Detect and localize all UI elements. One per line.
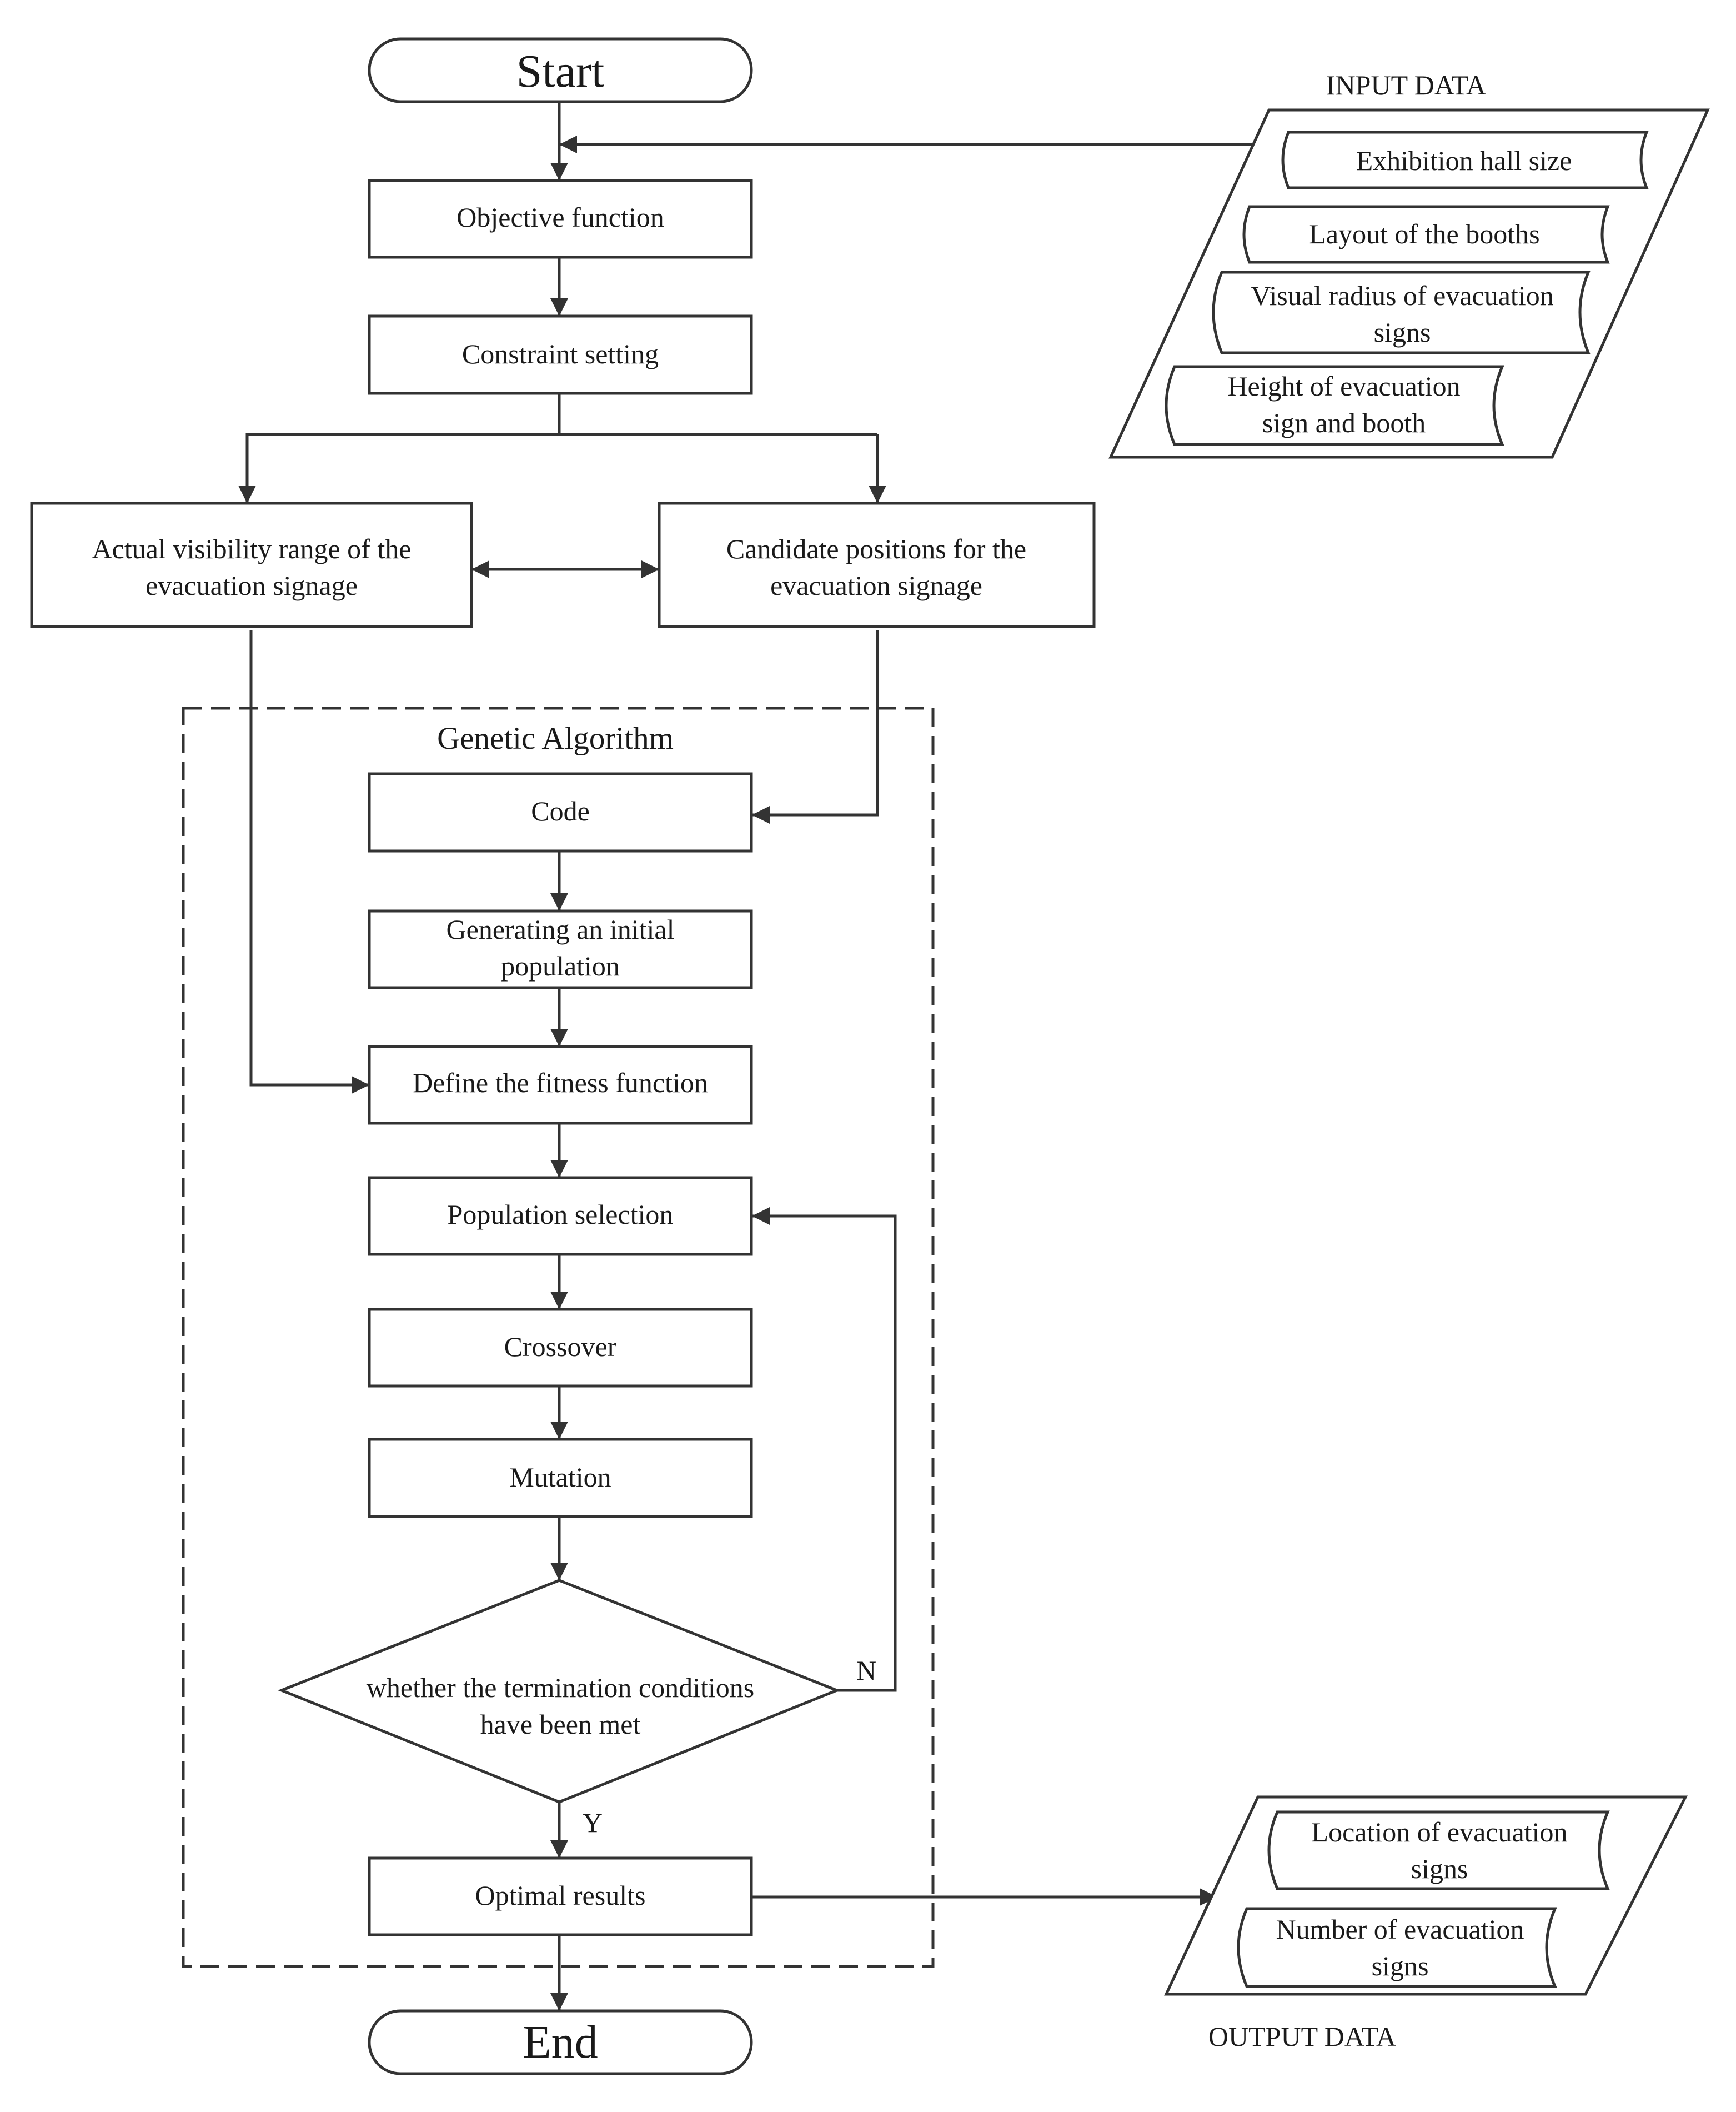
process-objective-function: Objective function: [368, 179, 753, 259]
ga-group-border: [182, 707, 935, 1968]
decision-termination: whether the termination conditions have …: [278, 1579, 876, 1838]
process-crossover: Crossover: [368, 1308, 753, 1388]
fitness-label: Define the fitness function: [413, 1067, 708, 1098]
start-terminal: Start: [368, 37, 753, 103]
input-sign-height: Height of evacuation sign and booth: [1165, 365, 1504, 446]
process-actual-visibility-range: Actual visibility range of the evacuatio…: [30, 502, 473, 628]
start-label: Start: [516, 46, 605, 97]
mutation-label: Mutation: [509, 1462, 611, 1493]
end-label: End: [523, 2016, 598, 2068]
input-section-label: INPUT DATA: [1326, 69, 1486, 101]
visibility-label-line1: Actual visibility range of the: [92, 533, 412, 564]
init-pop-label-line2: population: [501, 950, 620, 982]
process-initial-population: Generating an initial population: [368, 909, 753, 989]
code-label: Code: [531, 795, 590, 827]
candidate-label-line1: Candidate positions for the: [726, 533, 1026, 564]
output-location: Location of evacuation signs: [1267, 1810, 1610, 1890]
output-number-line2: signs: [1372, 1950, 1429, 1981]
decision-no-label: N: [856, 1655, 876, 1686]
input-hall-size-label: Exhibition hall size: [1356, 145, 1572, 176]
genetic-algorithm-group: Genetic Algorithm: [182, 707, 935, 1968]
init-pop-label-line1: Generating an initial: [446, 914, 675, 945]
decision-yes-label: Y: [583, 1807, 603, 1838]
process-optimal-results: Optimal results: [368, 1856, 753, 1936]
selection-label: Population selection: [448, 1199, 674, 1230]
arrow-visibility-to-fitness: [249, 630, 369, 1094]
constraint-label: Constraint setting: [462, 338, 659, 369]
objective-label: Objective function: [456, 202, 664, 233]
decision-label-line1: whether the termination conditions: [367, 1672, 754, 1703]
ga-group-label: Genetic Algorithm: [437, 721, 674, 756]
process-code: Code: [368, 772, 753, 853]
input-visual-radius: Visual radius of evacuation signs: [1212, 271, 1591, 354]
optimal-label: Optimal results: [475, 1880, 646, 1911]
decision-label-line2: have been met: [480, 1709, 641, 1740]
input-visual-radius-line2: signs: [1374, 317, 1431, 348]
output-number-line1: Number of evacuation: [1276, 1914, 1524, 1945]
process-mutation: Mutation: [368, 1438, 753, 1518]
process-population-selection: Population selection: [368, 1176, 753, 1256]
process-fitness-function: Define the fitness function: [368, 1045, 753, 1125]
crossover-label: Crossover: [504, 1331, 617, 1362]
input-hall-size: Exhibition hall size: [1281, 131, 1649, 189]
candidate-label-line2: evacuation signage: [770, 570, 982, 601]
process-candidate-positions: Candidate positions for the evacuation s…: [658, 502, 1096, 628]
input-sign-height-line2: sign and booth: [1262, 407, 1426, 438]
end-terminal: End: [368, 2009, 753, 2075]
output-location-line2: signs: [1411, 1853, 1468, 1884]
arrow-candidate-to-code: [752, 630, 879, 824]
visibility-label-line2: evacuation signage: [145, 570, 358, 601]
output-data-block: Location of evacuation signs Number of e…: [1164, 1795, 1688, 2052]
input-booth-layout-label: Layout of the booths: [1309, 218, 1539, 249]
input-visual-radius-line1: Visual radius of evacuation: [1251, 280, 1553, 311]
connectors: [238, 102, 1269, 2011]
arrow-decision-no-loop: [752, 1207, 897, 1692]
input-sign-height-line1: Height of evacuation: [1227, 371, 1460, 402]
input-booth-layout: Layout of the booths: [1242, 205, 1610, 264]
output-location-line1: Location of evacuation: [1312, 1816, 1568, 1848]
connector-constraint-split: [238, 393, 561, 503]
output-section-label: OUTPUT DATA: [1208, 2021, 1396, 2052]
output-number: Number of evacuation signs: [1237, 1907, 1557, 1988]
input-data-block: INPUT DATA Exhibition hall size Layout o…: [1108, 69, 1710, 459]
process-constraint-setting: Constraint setting: [368, 314, 753, 395]
